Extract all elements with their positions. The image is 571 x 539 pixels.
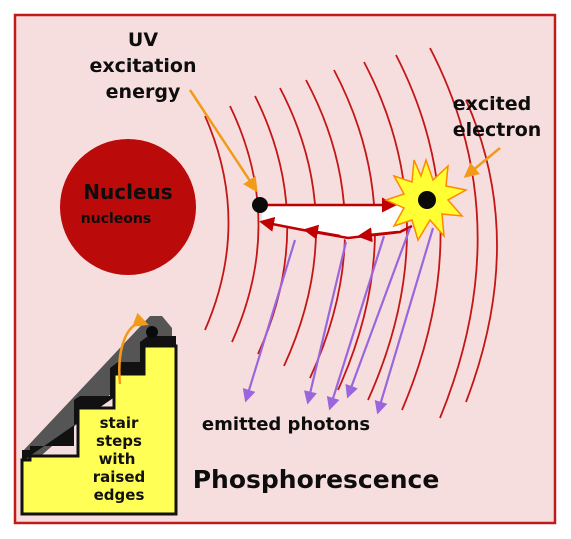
wave-arc [363, 61, 408, 401]
excited-label-line2: electron [453, 119, 542, 141]
ground-electron [252, 197, 268, 213]
relaxation-arrow [259, 216, 413, 240]
wave-arc [229, 105, 260, 343]
stair-label-line1: stair [100, 414, 139, 432]
stair-steps: stair steps with raised edges [20, 312, 178, 516]
nucleus-circle [60, 139, 196, 275]
stair-label-line5: edges [94, 486, 145, 504]
wave-arc [429, 47, 479, 419]
excited-label-line1: excited [453, 93, 532, 115]
nucleons-label: nucleons [81, 211, 151, 227]
diagram-title: Phosphorescence [193, 465, 440, 494]
stair-top-slab [22, 316, 172, 462]
stair-ball [146, 326, 158, 338]
stair-label-line3: with [99, 450, 136, 468]
nucleus-label: Nucleus [83, 180, 172, 204]
stair-label-line4: raised [93, 468, 146, 486]
photon-arrows [242, 227, 435, 415]
emitted-photons-label: emitted photons [202, 414, 370, 435]
stair-jump-arrow [118, 312, 149, 385]
stair-body [20, 344, 178, 516]
relaxation-arrowhead-mid1 [357, 227, 399, 243]
electron-transition [259, 197, 413, 243]
excited-pointer-arrow [463, 147, 501, 178]
uv-label-line2: excitation [90, 55, 197, 77]
uv-label-line1: UV [128, 29, 158, 51]
photon-arrow [242, 239, 297, 403]
stair-label-line2: steps [96, 432, 142, 450]
wave-arcs [204, 47, 498, 419]
wave-arc [204, 115, 230, 331]
stair-edges [22, 336, 176, 460]
photon-arrow [304, 241, 348, 405]
photon-arrow [374, 227, 435, 415]
relaxation-arrowhead-mid2 [303, 224, 341, 240]
uv-label-line3: energy [106, 81, 181, 103]
uv-pointer-arrow [188, 89, 258, 193]
photon-arrow [326, 235, 386, 411]
wave-arc [465, 99, 498, 403]
photon-arrow [345, 227, 412, 399]
excited-electron [418, 191, 436, 209]
